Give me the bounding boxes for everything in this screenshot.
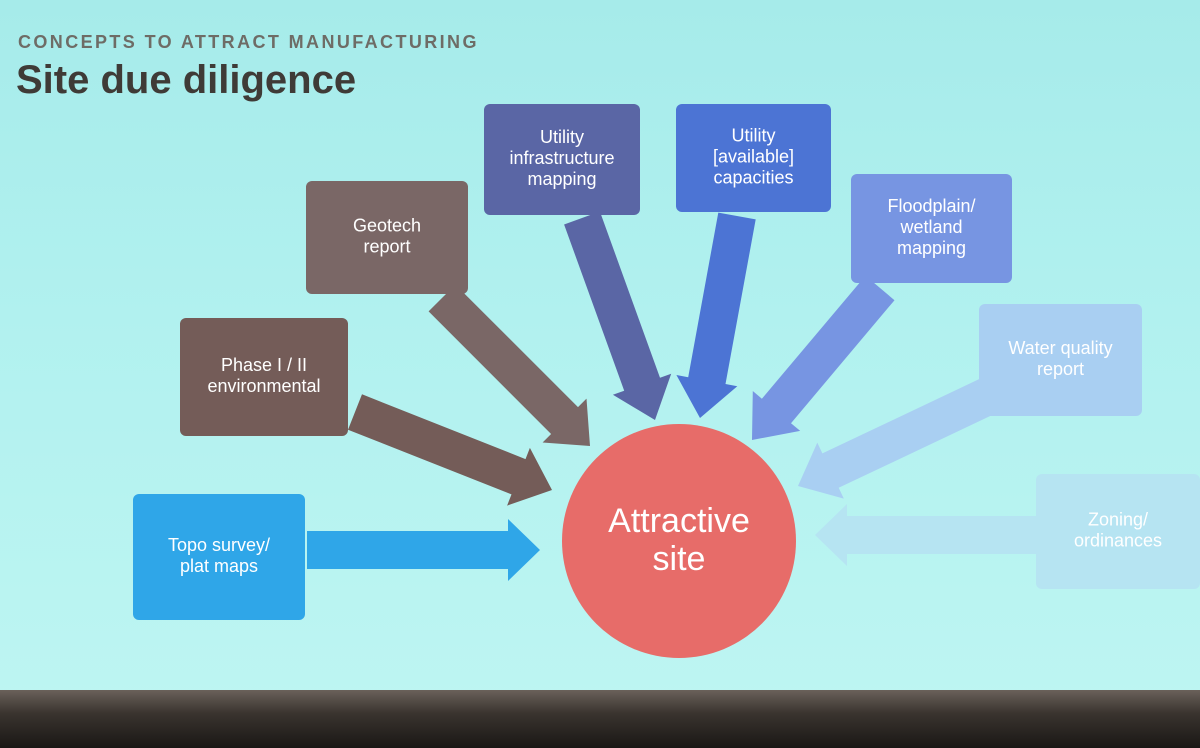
node-label-line: mapping [897, 238, 966, 258]
node-label-line: wetland [899, 217, 962, 237]
arrow-phase [348, 394, 552, 506]
node-topo: Topo survey/plat maps [133, 494, 305, 620]
arrow-utility-mapping [564, 211, 672, 420]
arrow-floodplain [752, 275, 895, 440]
projector-floor [0, 690, 1200, 748]
node-label-line: environmental [207, 376, 320, 396]
node-label-line: Phase I / II [221, 355, 307, 375]
node-label-line: Floodplain/ [887, 196, 975, 216]
node-label-line: Topo survey/ [168, 535, 270, 555]
arrow-zoning [815, 504, 1040, 566]
center-circle [562, 424, 796, 658]
node-label-line: Zoning/ [1088, 510, 1148, 530]
node-label-line: report [363, 237, 410, 257]
center-label-line: site [653, 540, 706, 578]
node-box [979, 304, 1142, 416]
node-label-line: ordinances [1074, 531, 1162, 551]
arrow-geotech [428, 284, 590, 446]
node-label-line: plat maps [180, 556, 258, 576]
node-label-line: infrastructure [509, 148, 614, 168]
node-label-line: Water quality [1008, 338, 1112, 358]
node-box [133, 494, 305, 620]
slide-title: Site due diligence [16, 58, 357, 102]
center-label-line: Attractive [608, 502, 750, 540]
slide-kicker: CONCEPTS TO ATTRACT MANUFACTURING [18, 32, 479, 52]
node-label-line: Utility [732, 126, 776, 146]
arrow-water [798, 377, 999, 499]
node-label-line: mapping [527, 169, 596, 189]
node-box [1036, 474, 1200, 589]
node-label-line: [available] [713, 147, 794, 167]
node-label-line: capacities [713, 168, 793, 188]
node-utility-capacities: Utility[available]capacities [676, 104, 831, 212]
diagram: Topo survey/plat maps Phase I / IIenviron… [133, 104, 1200, 658]
node-box [180, 318, 348, 436]
node-box [306, 181, 468, 294]
arrow-utility-capacities [676, 212, 756, 418]
arrow-topo [307, 519, 540, 581]
node-label-line: Geotech [353, 216, 421, 236]
node-layer: Topo survey/plat maps Phase I / IIenviron… [133, 104, 1200, 620]
node-box [851, 174, 1012, 283]
node-zoning: Zoning/ordinances [1036, 474, 1200, 589]
node-label-line: Utility [540, 127, 584, 147]
node-box [484, 104, 640, 215]
node-label-line: report [1037, 359, 1084, 379]
arrow-layer [307, 211, 1040, 581]
node-box [676, 104, 831, 212]
